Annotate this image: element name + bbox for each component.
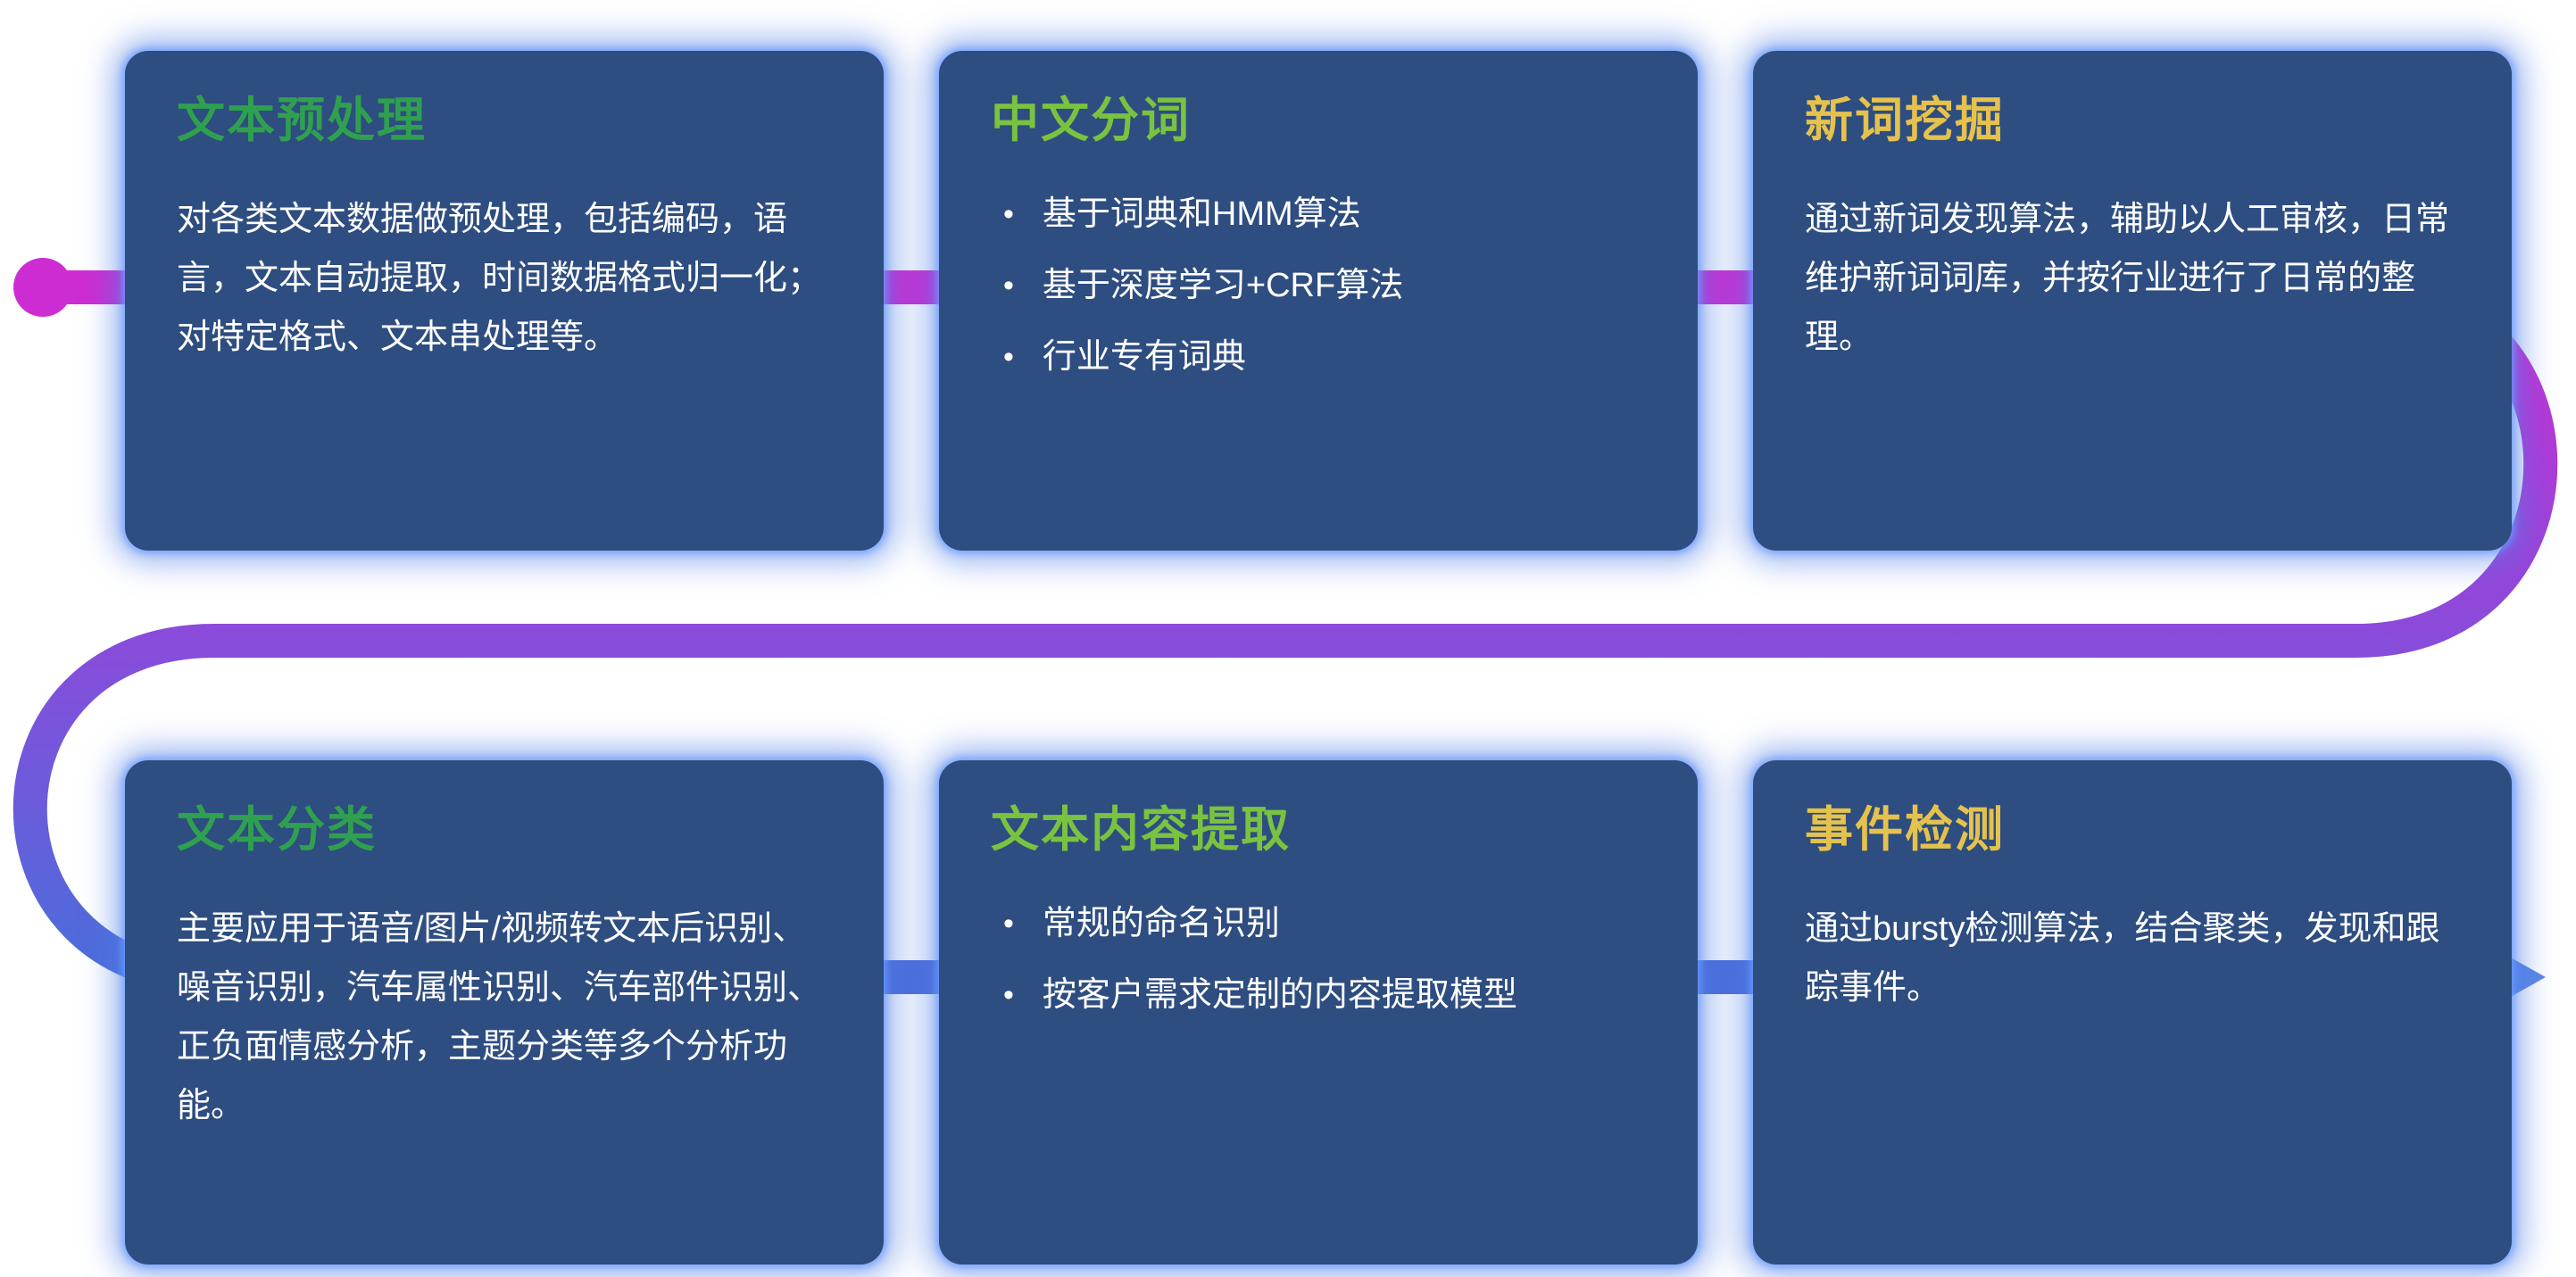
card-body: 通过新词发现算法，辅助以人工审核，日常维护新词词库，并按行业进行了日常的整理。 — [1805, 201, 2450, 356]
bullet-item: 按客户需求定制的内容提取模型 — [991, 966, 1646, 1024]
feature-card: 文本内容提取 常规的命名识别按客户需求定制的内容提取模型 — [939, 760, 1698, 1265]
card-body: 主要应用于语音/图片/视频转文本后识别、噪音识别，汽车属性识别、汽车部件识别、正… — [177, 910, 822, 1124]
feature-card: 新词挖掘 通过新词发现算法，辅助以人工审核，日常维护新词词库，并按行业进行了日常… — [1753, 51, 2512, 551]
feature-card: 文本预处理 对各类文本数据做预处理，包括编码，语言，文本自动提取，时间数据格式归… — [125, 51, 884, 551]
flow-start-dot — [13, 258, 72, 317]
feature-card: 事件检测 通过bursty检测算法，结合聚类，发现和跟踪事件。 — [1753, 760, 2512, 1265]
bullet-item: 基于深度学习+CRF算法 — [991, 256, 1646, 315]
flow-path — [12, 270, 2558, 994]
bullet-item: 常规的命名识别 — [991, 894, 1646, 953]
card-bullet-list: 常规的命名识别按客户需求定制的内容提取模型 — [991, 894, 1646, 1024]
bullet-item: 行业专有词典 — [991, 328, 1646, 386]
card-title-1: 中文分词 — [991, 94, 1191, 147]
card-title-2: 新词挖掘 — [1805, 94, 2005, 147]
card-body: 对各类文本数据做预处理，包括编码，语言，文本自动提取，时间数据格式归一化；对特定… — [177, 201, 822, 356]
card-title-4: 文本内容提取 — [991, 803, 1291, 857]
feature-card: 文本分类 主要应用于语音/图片/视频转文本后识别、噪音识别，汽车属性识别、汽车部… — [125, 760, 884, 1265]
bullet-item: 基于词典和HMM算法 — [991, 185, 1646, 244]
feature-card: 中文分词 基于词典和HMM算法基于深度学习+CRF算法行业专有词典 — [939, 51, 1698, 551]
card-title-0: 文本预处理 — [177, 94, 427, 147]
card-title-3: 文本分类 — [177, 803, 377, 857]
card-bullet-list: 基于词典和HMM算法基于深度学习+CRF算法行业专有词典 — [991, 185, 1646, 386]
card-title-5: 事件检测 — [1805, 803, 2005, 857]
card-body: 通过bursty检测算法，结合聚类，发现和跟踪事件。 — [1805, 910, 2440, 1007]
